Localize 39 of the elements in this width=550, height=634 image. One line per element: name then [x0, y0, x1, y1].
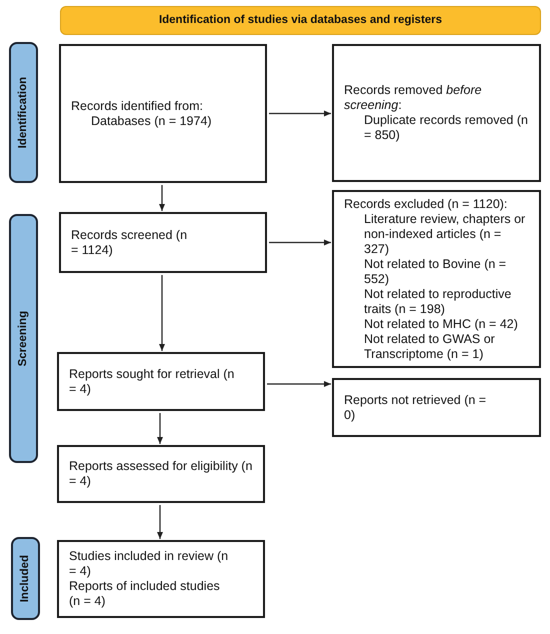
process-box	[59, 44, 267, 183]
arrow	[159, 275, 165, 351]
process-box	[57, 352, 265, 411]
box-text: Databases (n = 1974)	[91, 114, 213, 128]
phase-label	[9, 214, 38, 463]
process-box	[332, 190, 541, 368]
phase-text: Identification	[16, 76, 30, 148]
arrow	[269, 240, 331, 246]
section-header	[60, 6, 541, 35]
box-text: Records removed before screening:	[344, 83, 483, 113]
phase-text: Included	[18, 554, 32, 602]
process-box	[332, 44, 541, 182]
box-text: Records identified from:	[71, 98, 204, 114]
box-text: Reports not retrieved (n = 0)	[344, 392, 488, 422]
process-box	[57, 540, 265, 618]
phase-label	[11, 537, 40, 620]
box-text: Not related to GWAS or Transcriptome (n = 1)	[364, 332, 496, 362]
box-text: Not related to MHC (n = 42)	[364, 316, 519, 332]
header-text: Identification of studies via databases and registers	[158, 12, 442, 28]
box-text: Records excluded (n = 1120):	[344, 196, 508, 212]
box-text: Records screened (n = 1124)	[71, 228, 188, 258]
box-text: Not related to reproductive traits (n = 198)	[364, 286, 512, 316]
box-text: Literature review, chapters or non-indexed articles (n = 327)	[364, 212, 526, 256]
arrow	[157, 413, 163, 444]
arrow	[157, 505, 163, 539]
arrow	[267, 381, 331, 387]
box-text: Reports of included studies (n = 4)	[69, 579, 221, 609]
box-text: Not related to Bovine (n = 552)	[364, 256, 508, 286]
box-text: Reports assessed for eligibility (n = 4)	[69, 459, 253, 489]
process-box	[332, 378, 541, 437]
process-box	[59, 212, 267, 273]
process-box	[57, 445, 265, 503]
arrow	[269, 110, 331, 116]
box-text: Reports sought for retrieval (n = 4)	[69, 366, 236, 396]
box-text: Duplicate records removed (n = 850)	[364, 113, 529, 143]
arrow	[159, 185, 165, 211]
phase-label	[9, 42, 38, 183]
phase-text: Screening	[16, 310, 30, 366]
box-text: Studies included in review (n = 4)	[69, 549, 229, 579]
